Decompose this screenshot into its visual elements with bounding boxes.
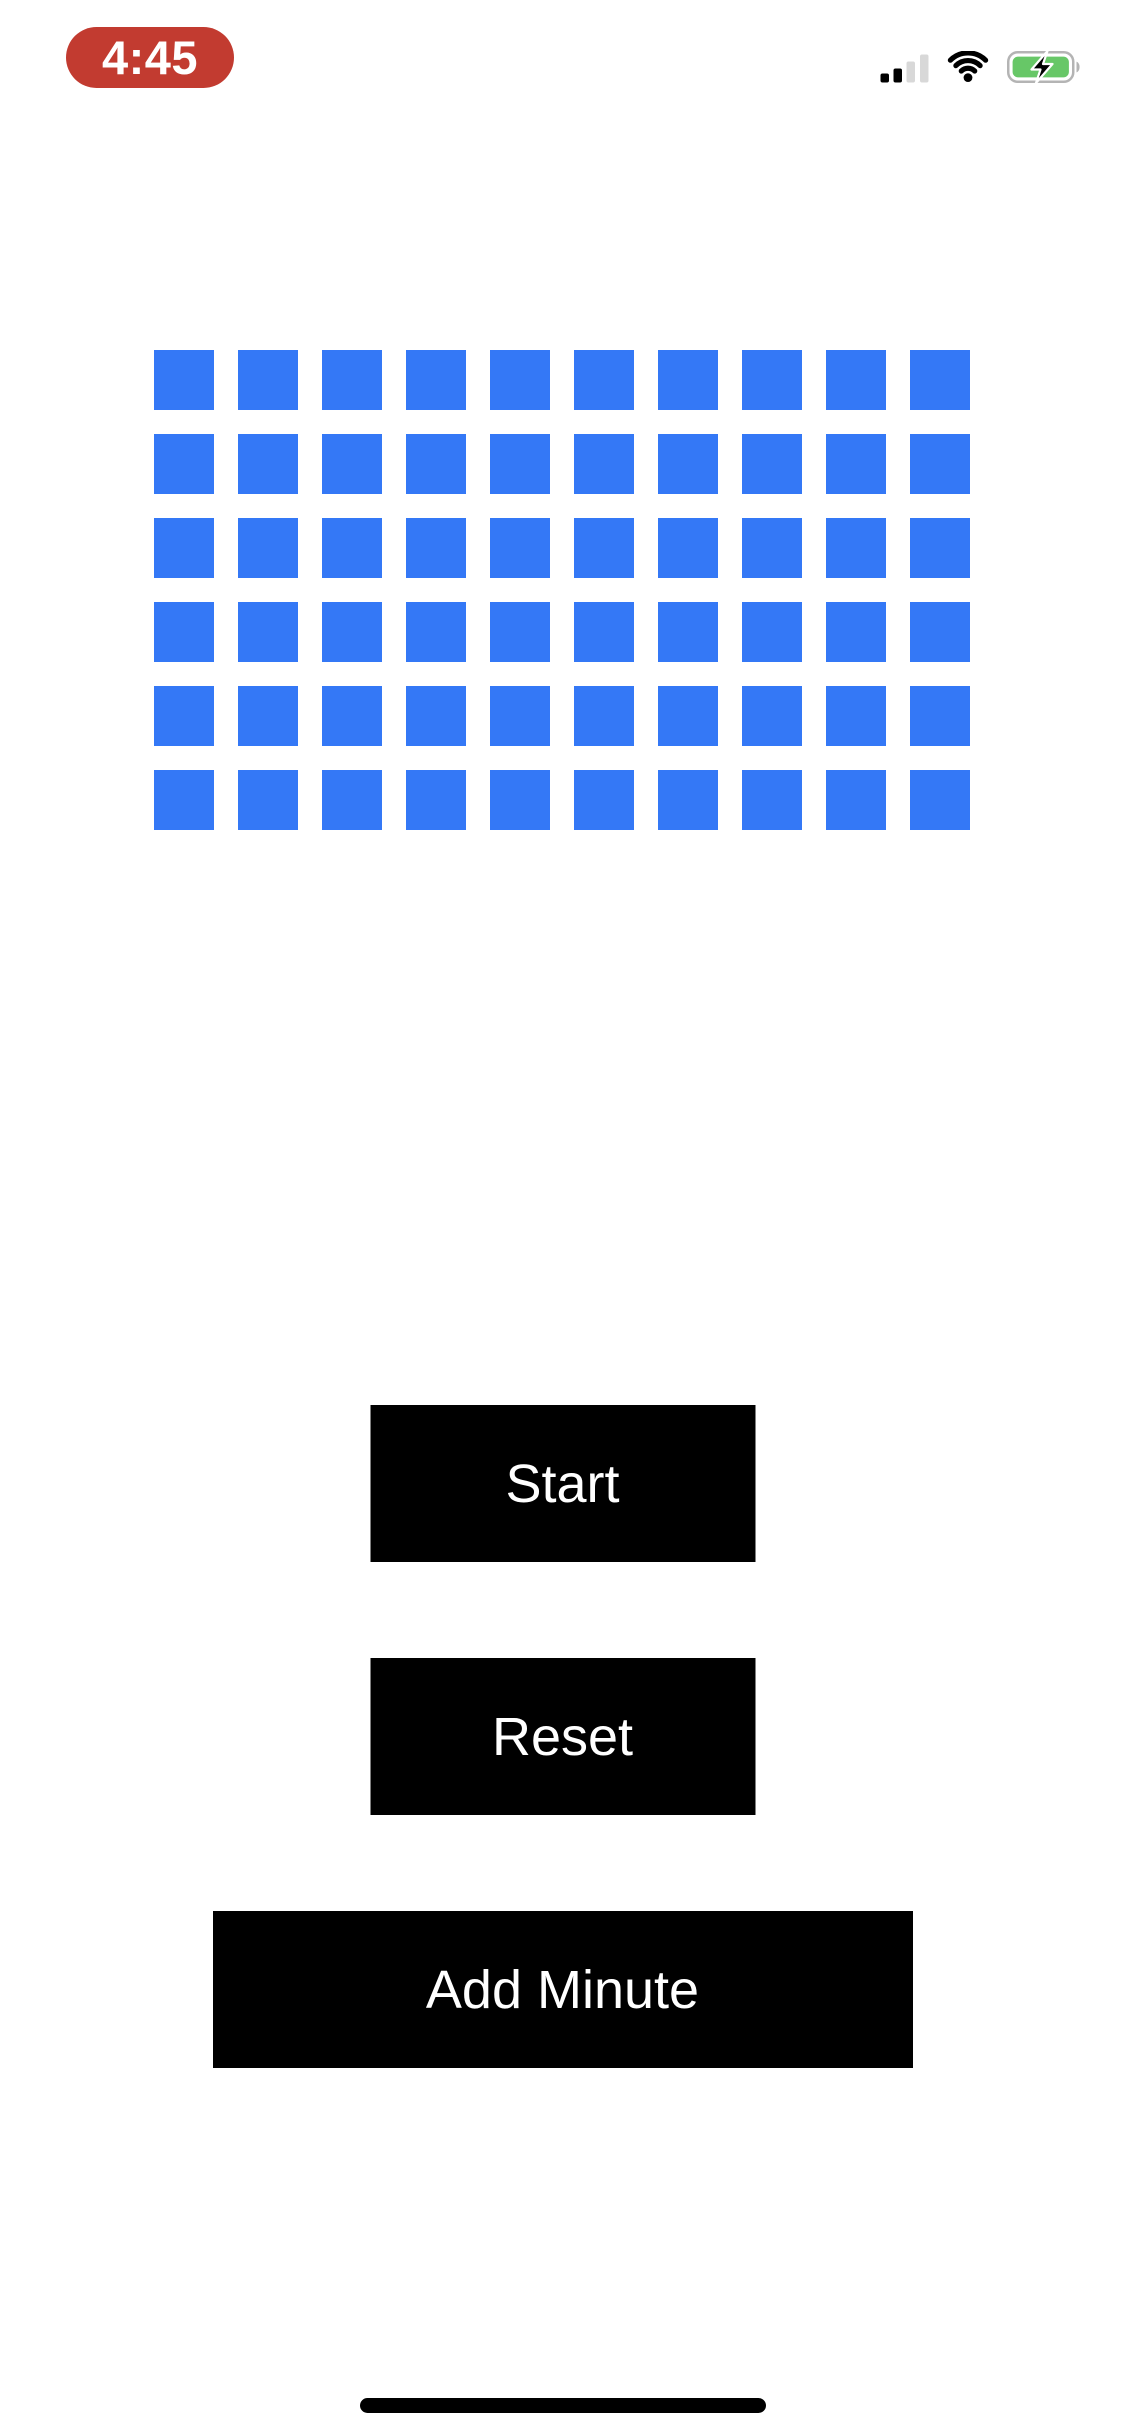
timer-square [910,350,970,410]
home-indicator[interactable] [359,2398,766,2413]
timer-square [322,434,382,494]
timer-square [658,434,718,494]
timer-square [742,770,802,830]
timer-square [322,770,382,830]
timer-square [238,434,298,494]
timer-square [490,434,550,494]
add-minute-button[interactable]: Add Minute [212,1911,913,2068]
timer-square [406,602,466,662]
timer-square [574,434,634,494]
timer-square [490,602,550,662]
timer-square [574,518,634,578]
timer-square [238,686,298,746]
timer-square [490,518,550,578]
timer-square [238,350,298,410]
timer-square [910,434,970,494]
status-icons [880,51,1086,83]
timer-square [238,770,298,830]
timer-square [910,602,970,662]
timer-square [154,686,214,746]
timer-square [658,686,718,746]
timer-square [742,434,802,494]
timer-square [154,518,214,578]
timer-square [742,518,802,578]
timer-square [826,434,886,494]
timer-square [406,350,466,410]
start-button[interactable]: Start [370,1405,755,1562]
timer-square [238,518,298,578]
timer-square [910,518,970,578]
timer-square [238,602,298,662]
timer-square [154,350,214,410]
wifi-icon [945,51,991,83]
timer-square [490,770,550,830]
timer-square [490,686,550,746]
timer-square [658,770,718,830]
timer-square [742,350,802,410]
timer-square [826,518,886,578]
battery-charging-icon [1007,51,1086,83]
timer-square [406,518,466,578]
timer-square [658,602,718,662]
timer-square [574,770,634,830]
status-time: 4:45 [102,31,199,84]
reset-button[interactable]: Reset [370,1658,755,1815]
timer-square [574,602,634,662]
timer-square [826,770,886,830]
timer-square [574,350,634,410]
timer-square [826,686,886,746]
signal-icon [880,54,929,83]
timer-square [406,686,466,746]
timer-square [322,518,382,578]
timer-square [322,602,382,662]
timer-square [154,434,214,494]
status-bar: 4:45 [0,0,1125,100]
timer-square [910,770,970,830]
timer-square [490,350,550,410]
timer-square [574,686,634,746]
timer-square [826,350,886,410]
timer-square [742,686,802,746]
timer-square [826,602,886,662]
timer-square [154,770,214,830]
time-pill[interactable]: 4:45 [66,27,235,88]
timer-square [406,434,466,494]
timer-square [154,602,214,662]
timer-square [322,686,382,746]
timer-square [322,350,382,410]
timer-square [658,518,718,578]
timer-square [406,770,466,830]
timer-square [910,686,970,746]
timer-grid [154,350,970,830]
timer-square [742,602,802,662]
timer-square [658,350,718,410]
